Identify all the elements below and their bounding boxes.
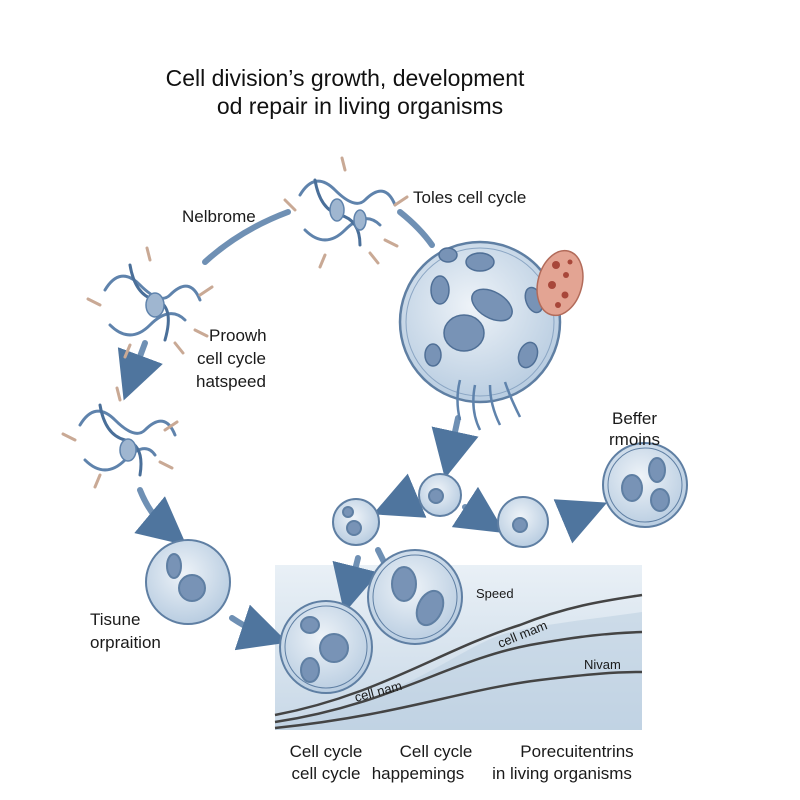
large-cell — [398, 240, 562, 431]
bottom-label-2a: Cell cycle — [400, 742, 473, 761]
arrow-arc-top-left — [202, 209, 291, 265]
curve-middle — [274, 630, 643, 724]
arrow-down-1 — [117, 340, 163, 401]
small-cells — [145, 442, 688, 694]
label-proowh-2: cell cycle — [197, 349, 266, 368]
red-body — [536, 249, 584, 317]
label-proowh-3: hatspeed — [196, 372, 266, 391]
cell-speed — [367, 549, 463, 645]
cell-small-left — [332, 498, 380, 546]
chromosome-cluster-left — [86, 246, 214, 359]
label-beffer-2: rmoins — [609, 430, 660, 449]
label-tisune-1: Tisune — [90, 610, 140, 629]
large-cell-strands — [456, 379, 522, 431]
bottom-label-1b: cell cycle — [292, 764, 361, 783]
bottom-label-2b: happemings — [372, 764, 465, 783]
bottom-label-3b: in living organisms — [492, 764, 632, 783]
arrow-right-1 — [451, 486, 506, 534]
bottom-label-1a: Cell cycle — [290, 742, 363, 761]
label-nivam: Nivam — [584, 657, 621, 672]
arrow-right-2 — [553, 499, 608, 544]
label-proowh-1: Proowh — [209, 326, 267, 345]
arrow-left — [372, 473, 427, 518]
curve-lower — [274, 670, 643, 730]
label-toles-cell-cycle: Toles cell cycle — [413, 188, 526, 207]
title-line-1: Cell division’s growth, development — [166, 65, 525, 91]
chromosome-clusters — [61, 156, 409, 489]
cell-beffer — [602, 442, 688, 528]
label-nelbrome: Nelbrome — [182, 207, 256, 226]
label-tisune-2: orpraition — [90, 633, 161, 652]
arrow-down-3 — [431, 415, 479, 479]
cell-panel — [279, 600, 373, 694]
chromosome-cluster-lower-left — [61, 386, 179, 489]
arrow-down-2 — [134, 487, 187, 546]
cell-small-center — [418, 473, 462, 517]
cell-tisune — [145, 539, 231, 625]
arrow-arc-top-right — [397, 209, 435, 248]
label-beffer-1: Beffer — [612, 409, 657, 428]
label-speed: Speed — [476, 586, 514, 601]
chromosome-cluster-top — [283, 156, 409, 269]
cell-small-right — [497, 496, 549, 548]
curve-upper — [274, 593, 643, 717]
arrow-down-4 — [332, 555, 380, 614]
title-line-2: od repair in living organisms — [217, 93, 503, 119]
cycle-arrows — [117, 209, 608, 651]
bottom-label-3a: Porecuitentrins — [520, 742, 633, 761]
arrow-to-panel — [229, 604, 288, 651]
large-cell-nuclei — [424, 247, 544, 369]
